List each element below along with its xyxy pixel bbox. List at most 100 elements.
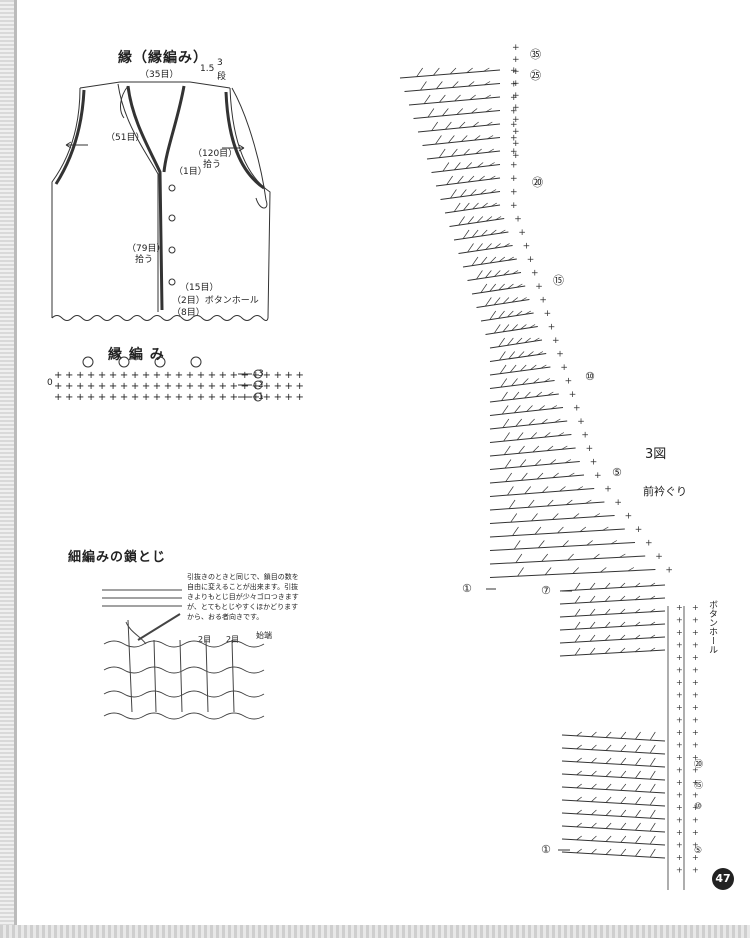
collar-fig-label: 3図: [645, 447, 667, 462]
svg-text:+: +: [512, 103, 520, 113]
svg-text:+: +: [556, 350, 564, 360]
bottom-mark-5: ⑤: [694, 846, 703, 856]
svg-text:+: +: [676, 841, 683, 850]
edging-start-mark: 0: [47, 378, 53, 388]
svg-text:+: +: [676, 778, 683, 787]
vest-shoulder-unit: 段: [217, 72, 227, 82]
svg-text:+: +: [510, 80, 518, 90]
svg-text:+: +: [676, 791, 683, 800]
svg-text:+: +: [676, 853, 683, 862]
svg-text:+: +: [676, 803, 683, 812]
collar-buttonhole: ボタンホール: [707, 600, 717, 654]
svg-text:+: +: [635, 525, 643, 535]
svg-text:+: +: [692, 703, 699, 712]
vest-shoulder-b: 3: [217, 58, 223, 68]
svg-text:+: +: [676, 741, 683, 750]
svg-text:+: +: [692, 828, 699, 837]
svg-text:+: +: [512, 127, 520, 137]
svg-text:+: +: [577, 417, 585, 427]
svg-text:+: +: [510, 120, 518, 130]
vest-side-count: （79目）: [127, 244, 166, 254]
svg-text:+: +: [531, 269, 539, 279]
svg-text:+: +: [676, 816, 683, 825]
page-bottom-edge: [0, 925, 750, 938]
svg-text:+: +: [510, 201, 518, 211]
chain-bind-label-2a: 2目: [198, 635, 212, 644]
svg-text:+: +: [676, 716, 683, 725]
edging-title: 縁 編 み: [108, 347, 165, 363]
vest-neck-count: （51目）: [106, 133, 145, 143]
svg-text:+: +: [594, 471, 602, 481]
svg-text:+: +: [692, 866, 699, 875]
svg-text:+: +: [692, 728, 699, 737]
svg-text:+: +: [510, 147, 518, 157]
chain-bind-label-2b: 2目: [226, 635, 240, 644]
svg-text:+: +: [510, 188, 518, 198]
svg-text:+: +: [510, 161, 518, 171]
svg-text:+: +: [676, 728, 683, 737]
svg-text:+: +: [676, 766, 683, 775]
svg-text:+: +: [590, 458, 598, 468]
svg-text:+: +: [655, 552, 663, 562]
svg-text:+: +: [676, 628, 683, 637]
svg-text:+: +: [676, 703, 683, 712]
vest-front-count: （120目）: [193, 149, 238, 159]
svg-text:+: +: [676, 691, 683, 700]
svg-text:+: +: [692, 653, 699, 662]
svg-text:+: +: [676, 666, 683, 675]
svg-text:+: +: [565, 377, 573, 387]
svg-text:+: +: [569, 390, 577, 400]
vest-count-15: （15目）: [180, 283, 219, 293]
svg-text:+: +: [512, 67, 520, 77]
svg-text:+: +: [692, 666, 699, 675]
svg-text:+: +: [692, 641, 699, 650]
svg-text:+: +: [676, 866, 683, 875]
bottom-mark-1: ①: [541, 843, 551, 856]
collar-mark-25: ㉕: [530, 69, 541, 82]
collar-mark-35: ㉟: [530, 48, 541, 61]
edging-row-1: 1: [258, 392, 264, 402]
svg-text:+: +: [692, 691, 699, 700]
chain-bind-title: 細編みの鎖とじ: [68, 550, 167, 565]
svg-text:+: +: [676, 641, 683, 650]
svg-text:+: +: [645, 539, 653, 549]
svg-text:+: +: [692, 791, 699, 800]
svg-text:+: +: [527, 255, 535, 265]
svg-text:+: +: [676, 828, 683, 837]
svg-text:+++++++++++++++++++++++: +++++++++++++++++++++++: [54, 370, 307, 381]
svg-text:+: +: [510, 134, 518, 144]
svg-text:+: +: [676, 753, 683, 762]
collar-mark-7: ⑦: [541, 584, 551, 597]
svg-text:+: +: [625, 512, 633, 522]
svg-text:+: +: [676, 678, 683, 687]
svg-text:+: +: [676, 653, 683, 662]
svg-text:+: +: [665, 566, 673, 576]
vest-back-count: （35目）: [140, 70, 179, 80]
vest-title: 縁（縁編み）: [118, 50, 208, 66]
svg-text:+: +: [692, 803, 699, 812]
vest-side-pickup: 拾う: [135, 255, 154, 265]
svg-text:+: +: [523, 242, 531, 252]
svg-text:+++++++++++++++++++++++: +++++++++++++++++++++++: [54, 381, 307, 392]
vest-shoulder-a: 1.5: [200, 64, 215, 74]
svg-text:+: +: [692, 628, 699, 637]
svg-text:+: +: [512, 55, 520, 65]
svg-text:+: +: [692, 816, 699, 825]
svg-text:+: +: [676, 603, 683, 612]
collar-mark-15: ⑮: [553, 274, 564, 287]
page-spine: [0, 0, 14, 938]
svg-text:+: +: [510, 66, 518, 76]
svg-text:+: +: [692, 741, 699, 750]
vest-first-stitch: （1目）: [174, 167, 207, 177]
collar-mark-20: ⑳: [532, 176, 543, 189]
svg-text:+: +: [512, 115, 520, 125]
svg-text:+: +: [692, 616, 699, 625]
svg-text:+: +: [692, 778, 699, 787]
svg-text:+: +: [581, 431, 589, 441]
svg-text:+: +: [512, 91, 520, 101]
bottom-mark-10: ⑩: [694, 802, 703, 812]
page-spine-line: [14, 0, 17, 938]
svg-text:+: +: [692, 678, 699, 687]
edging-row-2: 2: [258, 380, 264, 390]
